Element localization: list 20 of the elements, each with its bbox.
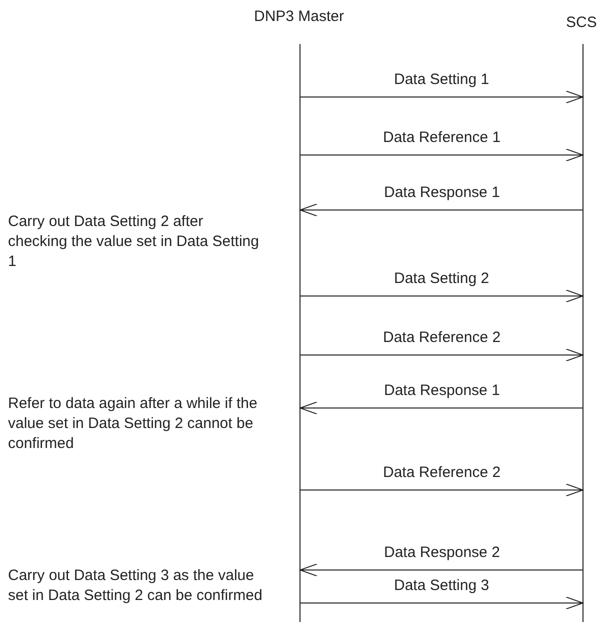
message-arrow xyxy=(300,90,584,104)
note-text: Refer to data again after a while if the value set in Data Setting 2 cannot be confirmed xyxy=(8,394,258,454)
message-label: Data Setting 1 xyxy=(392,71,492,89)
message-label: Data Response 2 xyxy=(382,544,502,562)
note-text: Carry out Data Setting 3 as the value set in Data Setting 2 can be confirmed xyxy=(8,566,263,606)
message-arrow xyxy=(300,290,584,302)
message-label: Data Setting 2 xyxy=(392,270,492,288)
message-label: Data Setting 3 xyxy=(392,577,492,595)
message-arrow xyxy=(300,564,584,576)
message-arrow xyxy=(300,484,584,496)
note-text: Carry out Data Setting 2 after checking the value set in Data Setting 1 xyxy=(8,212,260,272)
message-label: Data Response 1 xyxy=(382,184,502,202)
message-arrow xyxy=(300,204,584,216)
participant-heading: SCS xyxy=(566,14,597,31)
message-arrow xyxy=(300,348,584,362)
message-arrow xyxy=(300,402,584,414)
message-arrow xyxy=(300,596,584,610)
message-label: Data Response 1 xyxy=(382,382,502,400)
participant-heading: DNP3 Master xyxy=(254,8,344,25)
message-arrow xyxy=(300,148,584,162)
